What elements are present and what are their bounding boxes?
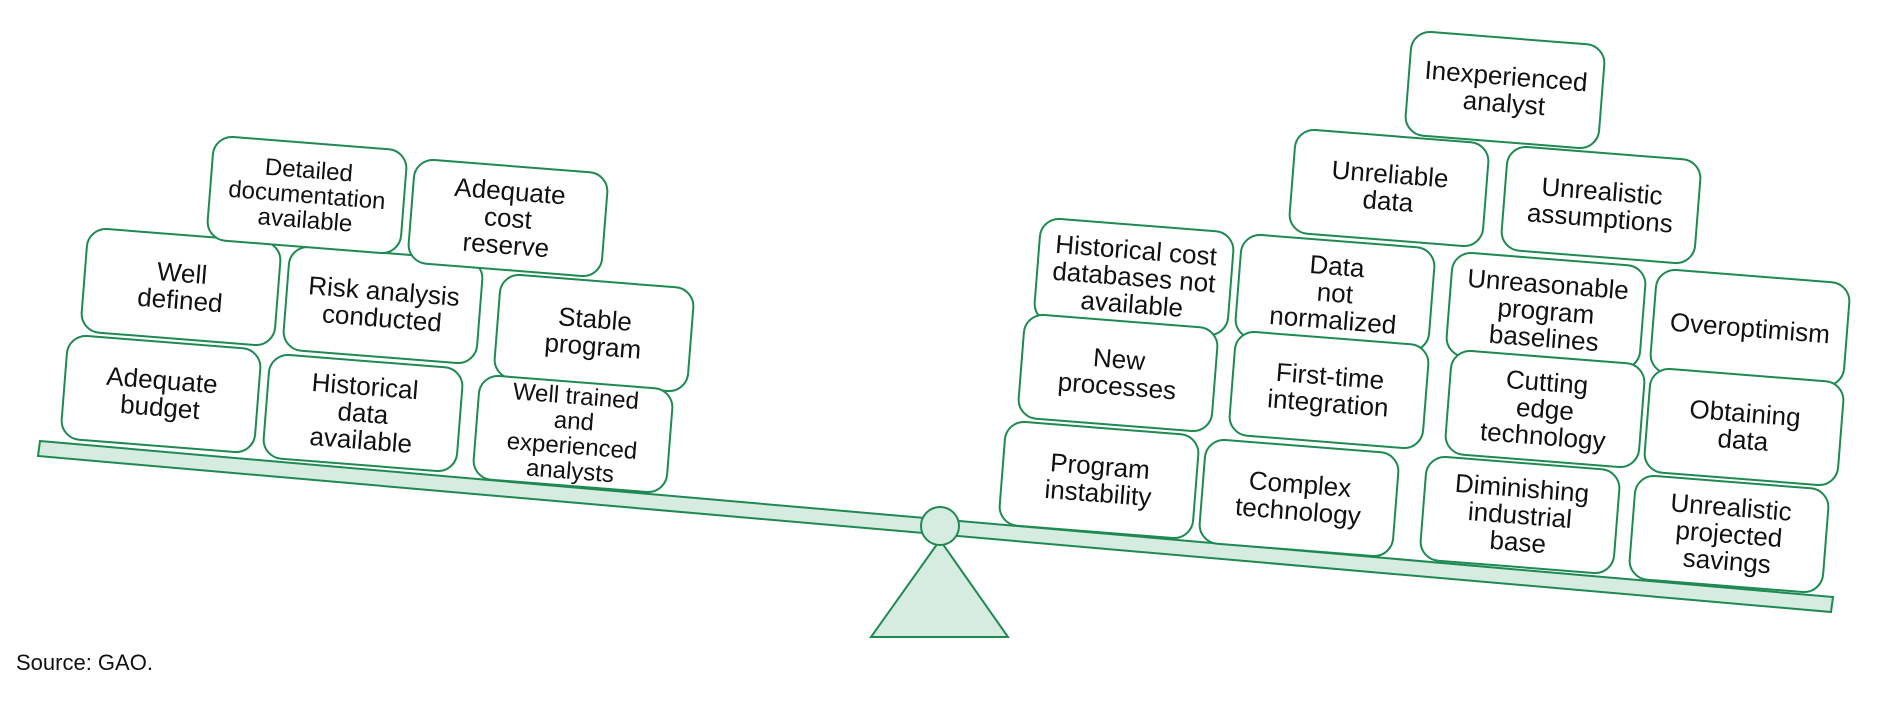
complex-technology-box: Complex technology (1197, 437, 1401, 559)
fulcrum-triangle (869, 538, 1010, 638)
unrealistic-assumptions-box: Unrealistic assumptions (1499, 144, 1703, 266)
program-instability-box: Program instability (997, 419, 1201, 541)
detailed-documentation-box: Detailed documentation available (205, 134, 409, 256)
unreliable-data-box: Unreliable data (1287, 127, 1491, 249)
obtaining-data-box: Obtaining data (1642, 366, 1846, 488)
projected-savings-box: Unrealistic projected savings (1627, 473, 1831, 595)
diminishing-base-box: Diminishing industrial base (1418, 454, 1622, 576)
adequate-budget-box: Adequate budget (59, 333, 263, 455)
first-time-integration-box: First-time integration (1227, 329, 1431, 451)
cost-reserve-box: Adequate cost reserve (406, 157, 610, 279)
pivot-circle (920, 506, 960, 546)
source-note: Source: GAO. (16, 650, 153, 675)
historical-data-box: Historical data available (261, 352, 465, 474)
stable-program-box: Stable program (492, 272, 696, 394)
inexperienced-analyst-box: Inexperienced analyst (1403, 29, 1607, 151)
cutting-edge-box: Cutting edge technology (1443, 348, 1647, 470)
trained-analysts-box: Well trained and experienced analysts (471, 373, 675, 495)
well-defined-box: Well defined (79, 226, 283, 348)
new-processes-box: New processes (1016, 312, 1220, 434)
